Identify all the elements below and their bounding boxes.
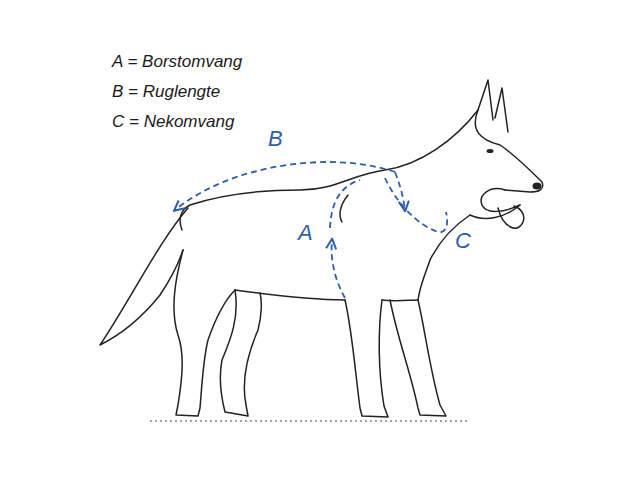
front-leg [390,300,446,416]
mouth [481,189,520,212]
tongue [498,206,524,228]
belly [235,290,345,300]
eye [487,149,494,153]
measure-line [332,240,345,298]
front-leg [345,300,388,417]
measure-line [395,172,405,210]
ear [478,80,493,120]
legend-entry: A = Borstomvang [112,52,242,72]
measure-letter: A [298,220,313,246]
measure-letter: B [268,126,283,152]
measure-line [385,178,447,232]
measure-line [175,162,395,210]
neck-front [418,215,470,300]
ear [495,88,508,132]
measure-line [330,180,360,228]
legend-entry: C = Nekomvang [112,112,234,132]
nose [533,183,542,190]
chest [382,299,418,301]
hind-leg [174,250,235,416]
head [475,110,542,192]
measure-letter: C [455,228,471,254]
jaw [470,205,520,218]
ground-line [150,421,470,422]
hind-leg [220,290,261,416]
legend-entry: B = Ruglengte [112,82,220,102]
shoulder [340,195,348,222]
